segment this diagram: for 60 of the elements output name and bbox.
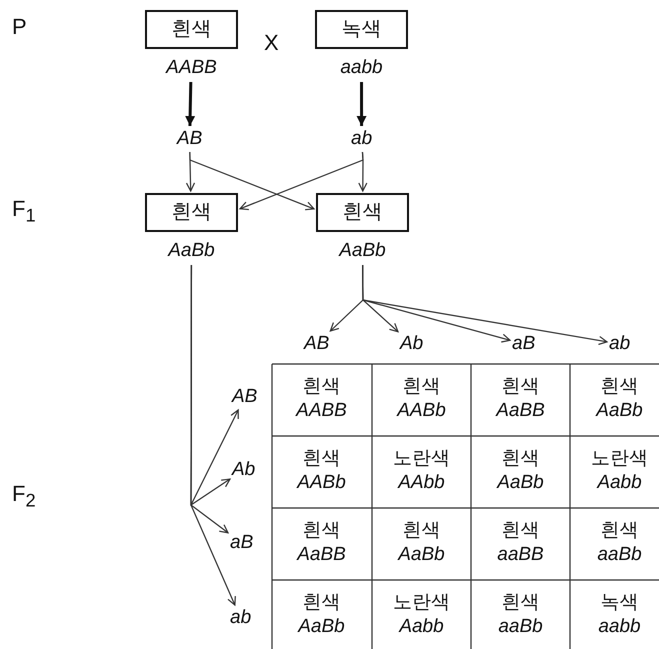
phenotype-box: 녹색 (315, 10, 408, 49)
genotype-text: aaBB (496, 544, 545, 566)
phenotype-text: 흰색 (402, 520, 442, 542)
phenotype-text: 흰색 (500, 376, 540, 398)
phenotype-text: 흰색 (500, 592, 540, 614)
genotype-text: aaBb (497, 616, 544, 638)
genotype-label: AaBb (166, 240, 216, 262)
phenotype-text: 흰색 (500, 520, 540, 542)
genotype-label: AaBb (338, 240, 387, 262)
cross-symbol: X (264, 30, 279, 56)
genotype-text: AAbb (396, 472, 446, 494)
gamete-label: ab (609, 333, 630, 355)
genotype-text: aaBb (596, 544, 643, 566)
generation-label: F$_{1}$ (12, 196, 36, 228)
genotype-text: AABb (396, 400, 447, 422)
phenotype-box: 흰색 (145, 193, 238, 232)
phenotype-text: 흰색 (402, 376, 442, 398)
genotype-text: AaBb (296, 616, 346, 638)
arrow (185, 82, 196, 126)
genotype-text: AABB (294, 400, 348, 422)
genotype-text: AaBB (296, 544, 347, 566)
phenotype-text: 노란색 (392, 448, 451, 470)
gamete-label: aB (512, 333, 536, 355)
genotype-label: aabb (339, 57, 384, 79)
phenotype-box: 흰색 (145, 10, 238, 49)
phenotype-text: 흰색 (302, 448, 342, 470)
phenotype-text: 흰색 (302, 592, 342, 614)
phenotype-text: 녹색 (600, 592, 640, 614)
phenotype-text: 노란색 (590, 448, 649, 470)
gamete-label: aB (230, 532, 254, 554)
gamete-label: ab (351, 128, 372, 150)
arrow (189, 152, 315, 210)
phenotype-text: 흰색 (600, 520, 640, 542)
genotype-text: AaBB (494, 400, 546, 422)
gamete-label: Ab (232, 459, 256, 481)
genotype-text: AaBb (396, 544, 446, 566)
phenotype-text: 흰색 (600, 376, 640, 398)
genotype-text: Aabb (596, 472, 643, 494)
arrow (362, 265, 608, 346)
generation-label: P (12, 14, 27, 40)
gamete-label: AB (232, 386, 258, 408)
phenotype-box: 흰색 (316, 193, 409, 232)
generation-label: F$_{2}$ (12, 481, 36, 512)
phenotype-text: 흰색 (302, 520, 342, 542)
phenotype-text: 흰색 (500, 448, 540, 470)
genotype-text: AaBb (594, 400, 644, 422)
gamete-label: ab (230, 607, 252, 629)
genotype-text: AABb (296, 472, 347, 494)
genotype-text: AaBb (496, 472, 545, 494)
arrow (358, 152, 368, 192)
gamete-label: AB (304, 333, 330, 355)
genotype-text: aabb (597, 616, 642, 638)
gamete-label: Ab (400, 333, 424, 355)
genotype-label: AABB (164, 57, 218, 79)
arrow (190, 265, 236, 606)
phenotype-text: 흰색 (302, 376, 342, 398)
phenotype-text: 노란색 (392, 592, 451, 614)
gamete-label: AB (177, 128, 202, 150)
genotype-text: Aabb (398, 616, 445, 638)
arrow (356, 82, 367, 126)
